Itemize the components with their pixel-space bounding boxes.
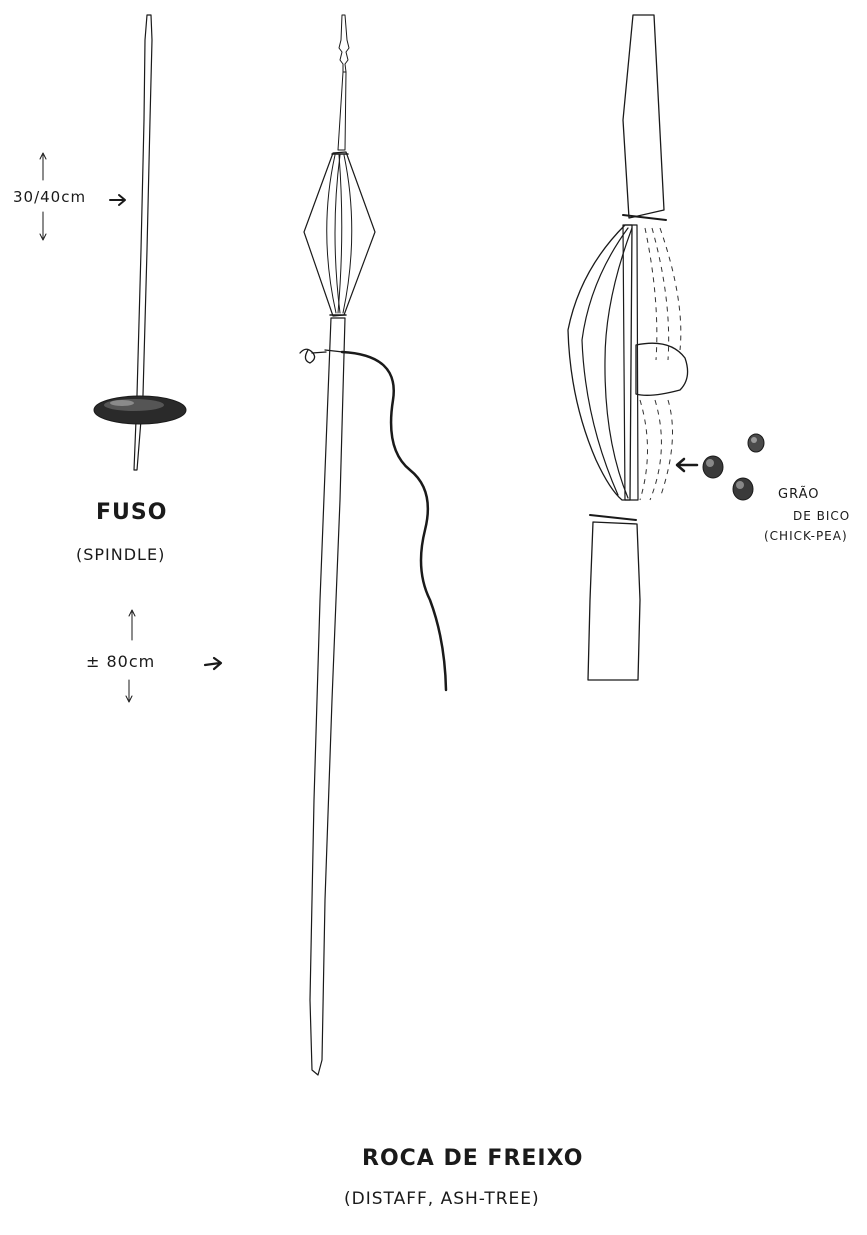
chick-pea-2 <box>733 478 753 500</box>
chick-pea-label-line3: (CHICK-PEA) <box>764 529 848 543</box>
distaff-yarn <box>342 352 446 690</box>
distaff-pointer-arrow <box>205 658 221 669</box>
distaff-translation: (DISTAFF, ASH-TREE) <box>344 1189 540 1209</box>
distaff-name: ROCA DE FREIXO <box>362 1146 584 1171</box>
chick-pea-3 <box>748 434 764 452</box>
chick-peas <box>677 434 764 500</box>
chick-pea-arrow <box>677 459 697 471</box>
chick-pea-1 <box>703 456 723 478</box>
chick-pea-wedge <box>636 343 688 395</box>
spindle-drawing <box>94 15 186 470</box>
distaff-shaft <box>310 318 345 1075</box>
chick-pea-label-line1: GRÃO <box>778 486 819 502</box>
spindle-measure-label: 30/40cm <box>13 188 86 206</box>
distaff-measure: ± 80cm <box>86 610 221 702</box>
distaff-detail-drawing <box>568 15 688 680</box>
spindle-measure: 30/40cm <box>13 153 125 240</box>
chick-pea-label-line2: DE BICO <box>793 509 850 523</box>
distaff-drawing <box>300 15 446 1075</box>
spindle-name: FUSO <box>96 500 167 525</box>
distaff-measure-label: ± 80cm <box>86 652 155 671</box>
spindle-translation: (SPINDLE) <box>76 545 165 564</box>
spindle-pointer-arrow <box>110 195 125 205</box>
